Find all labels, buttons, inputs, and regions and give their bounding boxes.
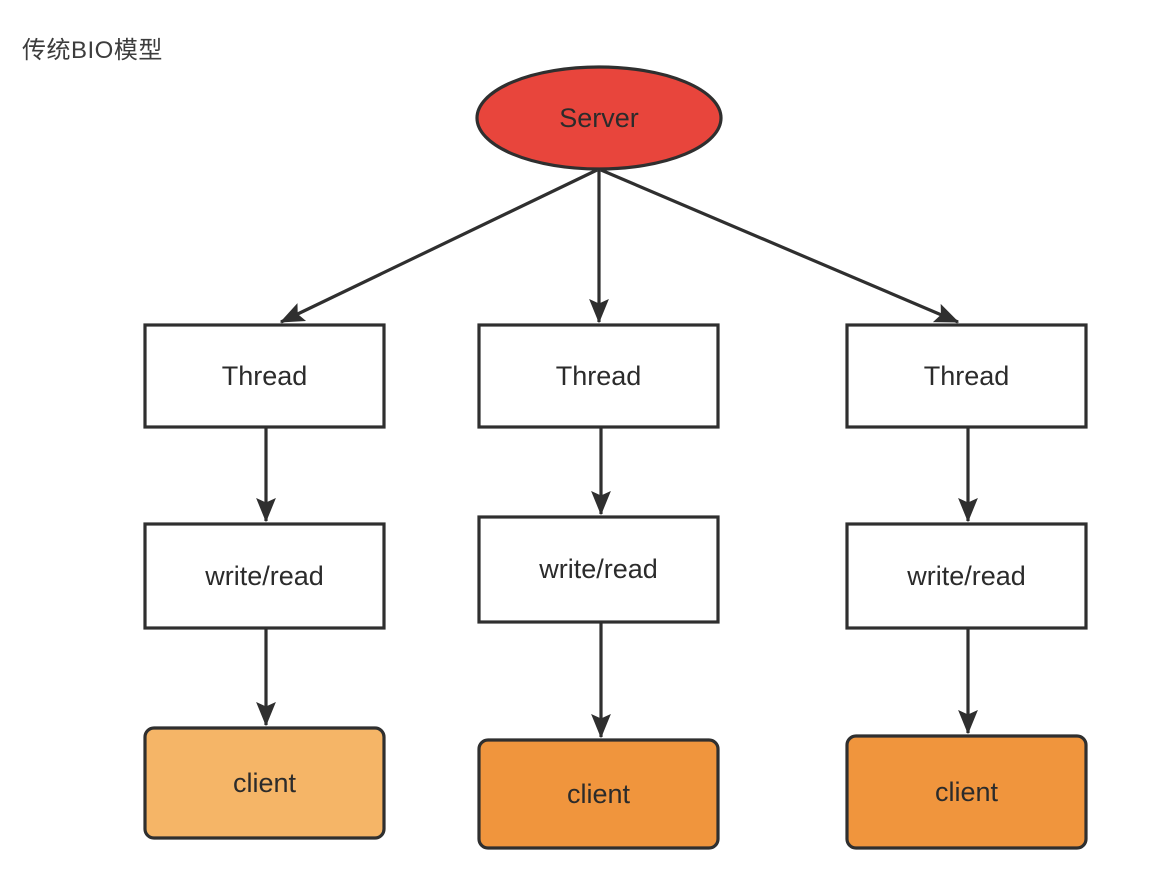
edges-layer — [256, 168, 978, 739]
edge-server-to-thread-1 — [279, 168, 598, 324]
edge-server-to-thread-3 — [600, 168, 960, 324]
diagram-title: 传统BIO模型 — [22, 37, 163, 64]
nodes-layer — [143, 65, 1088, 850]
writeread-node-1[interactable] — [143, 522, 386, 630]
thread-node-3[interactable] — [845, 323, 1088, 429]
thread-node-1[interactable] — [143, 323, 386, 429]
client-node-2[interactable] — [477, 738, 720, 850]
server-node[interactable] — [475, 65, 723, 171]
writeread-node-2[interactable] — [477, 515, 720, 624]
client-node-3[interactable] — [845, 734, 1088, 850]
thread-node-2[interactable] — [477, 323, 720, 429]
writeread-node-3[interactable] — [845, 522, 1088, 630]
client-node-1[interactable] — [143, 726, 386, 840]
